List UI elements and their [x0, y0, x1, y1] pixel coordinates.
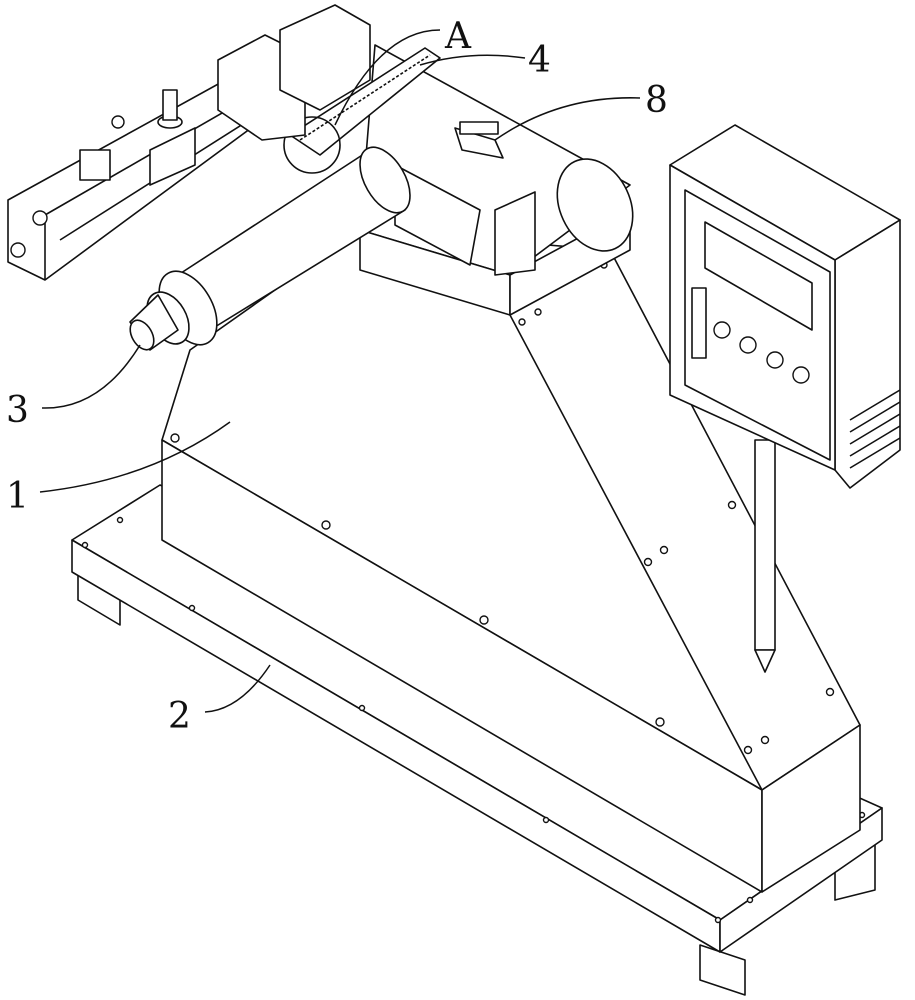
label-3: 3: [6, 390, 29, 431]
label-a: A: [444, 16, 472, 57]
label-2: 2: [168, 696, 191, 737]
label-8: 8: [645, 80, 668, 121]
label-1: 1: [6, 476, 29, 517]
label-4: 4: [528, 40, 551, 81]
